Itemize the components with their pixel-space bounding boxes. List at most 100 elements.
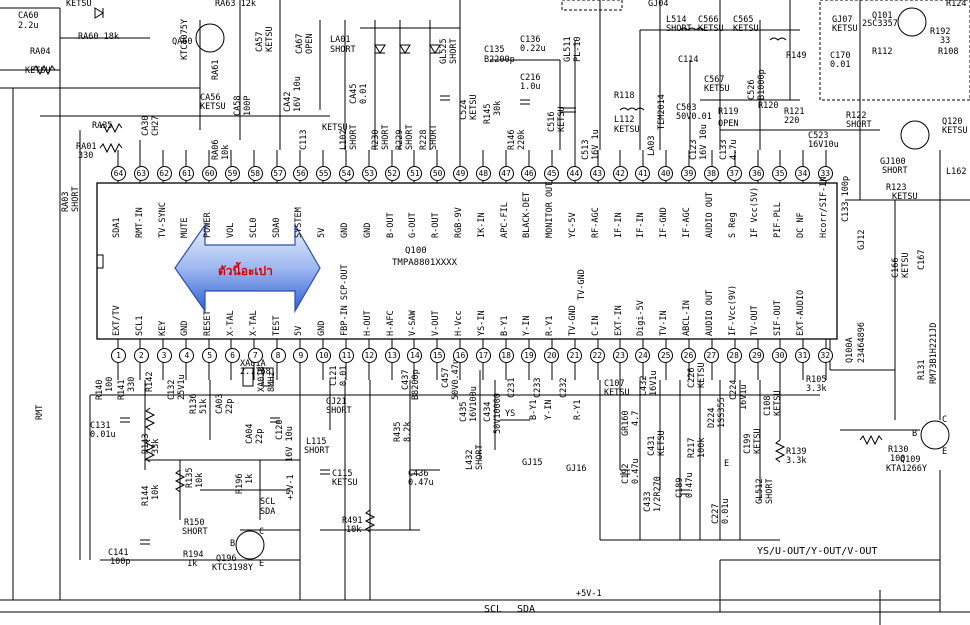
label-RA03: RA03 [61, 191, 71, 212]
label-CA58-value: 100P [243, 95, 253, 116]
bottom-pin-17: 17 [475, 348, 491, 363]
label-GJ100: GJ100 [880, 157, 906, 167]
label-C135-value: B2200p [484, 55, 515, 65]
label-C513: C513 [581, 139, 591, 160]
label-D224-value: 1SS355 [717, 397, 727, 428]
label-C199-value: KETSU [753, 428, 763, 454]
bottom-pin-5: 5 [202, 348, 218, 363]
label-CA67: CA67 [295, 33, 305, 54]
top-pin-55: 55 [316, 166, 332, 181]
bottom-pin-name-18: B-Y1 [499, 315, 510, 336]
label-RA04: RA04 [30, 47, 51, 57]
top-pin-name-58: SCL0 [248, 217, 259, 238]
label-GL511: GL511 [563, 36, 573, 62]
label-CA45: CA45 [349, 83, 359, 104]
label-C516: C516 [547, 111, 557, 132]
label-R217-value: 100k [697, 437, 707, 458]
top-pin-62: 62 [156, 166, 172, 181]
label-CA42: CA42 [283, 91, 293, 112]
label-GL511-value: PL-10 [573, 36, 583, 62]
bottom-pin-name-5: RESET [203, 310, 214, 336]
signal-sda-bottom: SDA [517, 604, 536, 615]
label-R139-value: 3.3k [786, 456, 807, 466]
label-C123-value: 16V 10u [699, 124, 709, 160]
bottom-pin-name-26: ABCL-IN [682, 300, 692, 336]
label-C435: C435 [459, 401, 469, 422]
top-pin-56: 56 [293, 166, 309, 181]
label-R228-value: SHORT [429, 124, 439, 150]
label-GJ21-value: SHORT [326, 406, 352, 416]
label-CA60-value: 2.2u [18, 21, 39, 31]
bottom-pin-25: 25 [658, 348, 674, 363]
label-C457: C457 [441, 367, 451, 388]
label-R123-value: KETSU [892, 192, 918, 202]
top-pin-name-41: IF-IN [636, 212, 647, 238]
label-C170-value: 0.01 [830, 60, 851, 70]
bottom-pin-1: 1 [111, 348, 126, 363]
label-R120: R120 [758, 101, 779, 111]
label-QA60: QA60 [172, 37, 193, 47]
label-R136-value: 51k [199, 398, 209, 414]
top-pin-name-54: GND [340, 222, 350, 238]
bottom-pin-name-4: GND [180, 320, 191, 336]
label-R122: R122 [846, 111, 867, 121]
label-R135: R135 [185, 467, 195, 488]
label-Q101: Q101 [872, 11, 893, 21]
label-R491: R491 [342, 516, 363, 526]
bottom-pin-name-2: SCL1 [134, 315, 145, 336]
chip-part-label: TMPA8801XXXX [392, 258, 458, 268]
bottom-pin-name-12: H-OUT [362, 310, 373, 336]
bottom-pin-leads [117, 339, 827, 380]
top-pin-50: 50 [430, 166, 446, 181]
label-C216: C216 [520, 73, 541, 83]
label-R229: R229 [395, 129, 405, 150]
label-C115: C115 [332, 469, 353, 479]
signal-y-in: Y-IN [544, 399, 554, 420]
label-C503: C503 [676, 103, 697, 113]
label-CA04-value: 22p [255, 428, 265, 444]
label-CA04: CA04 [245, 423, 255, 444]
top-pin-name-62: TV-SYNC [157, 202, 168, 238]
label-R230: R230 [371, 129, 381, 150]
bottom-pin-name-14: V-SAW [408, 310, 419, 336]
label-R141-value: 330 [127, 376, 137, 392]
label-LA01-value: SHORT [330, 45, 356, 55]
label-C227-value: 0.01u [721, 498, 731, 524]
label-C435-value: 16V100u [469, 386, 479, 422]
top-pin-name-59: VOL [226, 222, 236, 238]
bottom-pin-18: 18 [498, 348, 514, 363]
label-RA04-value: KETSU [25, 66, 51, 76]
label-CA42-value: 16V 10u [293, 76, 303, 112]
label-C135: C135 [484, 45, 505, 55]
label-C120-value: 16V 10u [285, 426, 295, 462]
top-pin-43: 43 [589, 166, 605, 181]
label-GJ15: GJ15 [522, 458, 543, 468]
top-pin-name-46: BLACK-DET [522, 191, 533, 238]
label-CA57-value: KETSU [265, 26, 275, 52]
label-C113: C113 [299, 129, 309, 150]
bottom-pin-32: 32 [817, 348, 833, 363]
label-R142: R142 [145, 371, 155, 392]
label-RA63: RA63 12k [215, 0, 256, 9]
bottom-pin-11: 11 [339, 348, 354, 363]
top-pin-47: 47 [498, 166, 514, 181]
top-pin-name-43: RF-AGC [590, 207, 601, 238]
label-C503-value: 50V0.01 [676, 112, 712, 122]
label-C565: C565 [733, 15, 754, 25]
top-pin-40: 40 [658, 166, 674, 181]
label-CA30: CA30 [141, 115, 151, 136]
top-pin-44: 44 [567, 166, 582, 181]
top-pin-name-50: R-OUT [431, 212, 442, 238]
label-C224: C224 [729, 379, 739, 400]
label-GJ100-value: SHORT [882, 166, 908, 176]
label-R140-value: 100 [105, 376, 115, 392]
label-LA03-value: TEM2014 [657, 94, 667, 130]
top-pin-name-42: IF-IN [613, 212, 624, 238]
label-CA30-value: CH27 [151, 115, 161, 136]
label-GJ12: GJ12 [857, 229, 867, 250]
bottom-pin-21: 21 [567, 348, 582, 363]
bottom-pin-26: 26 [681, 348, 696, 363]
label-GJ16: GJ16 [566, 464, 587, 474]
top-pin-42: 42 [612, 166, 628, 181]
bottom-pin-22: 22 [589, 348, 605, 363]
